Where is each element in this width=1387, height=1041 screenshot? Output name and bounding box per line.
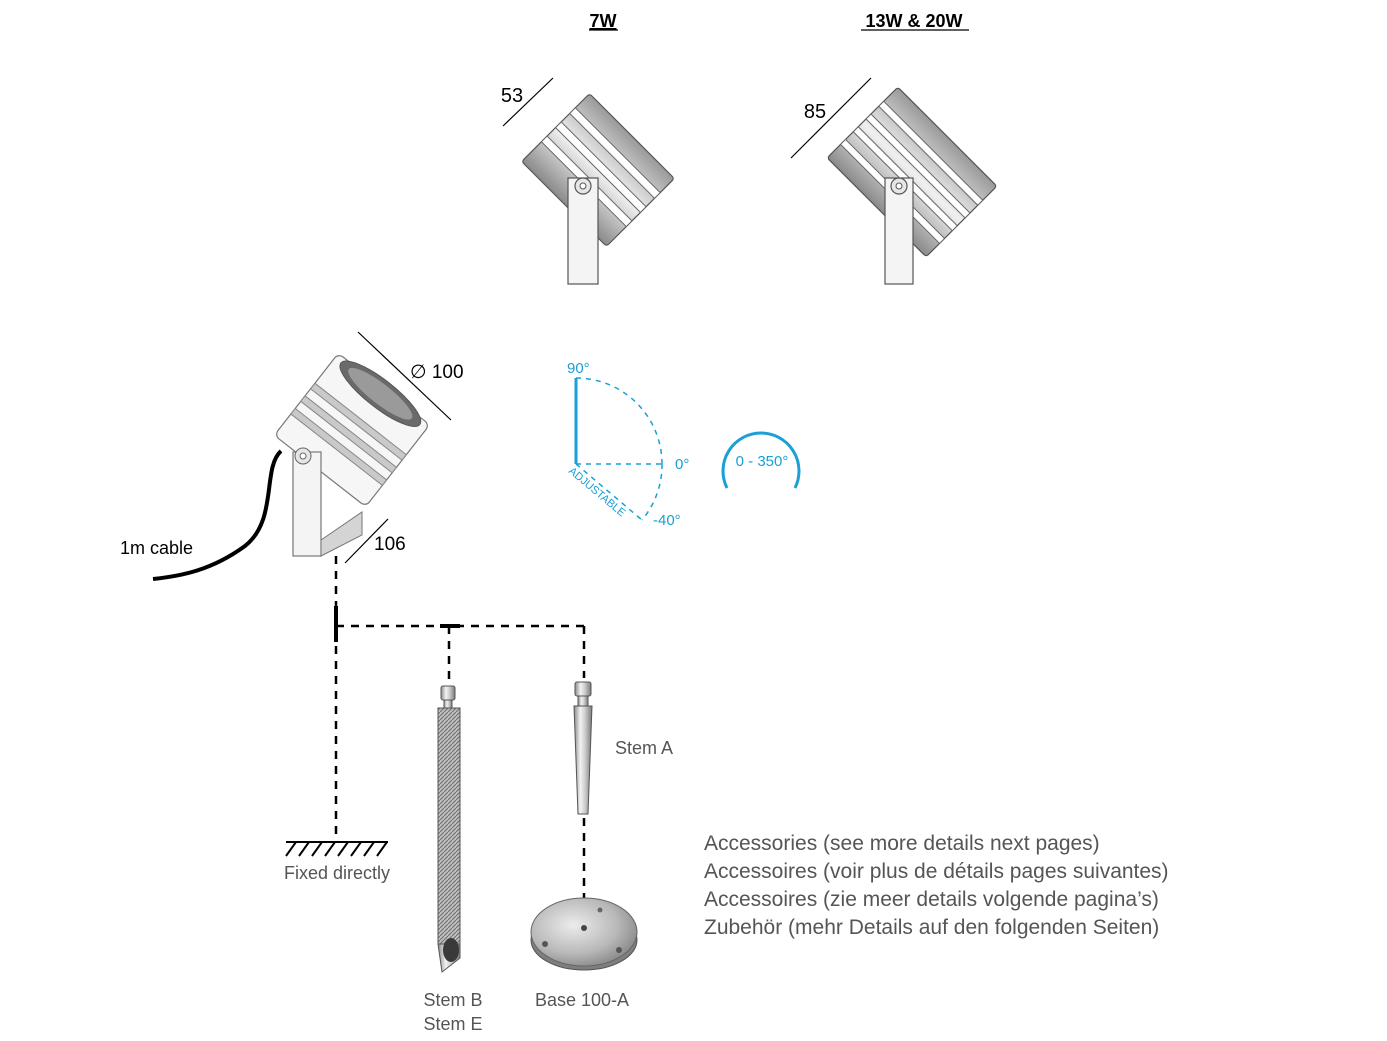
accessories-line-fr: Accessoires (voir plus de détails pages … — [704, 860, 1169, 883]
fixture-7w-icon — [522, 94, 674, 285]
stem-b-e-icon — [437, 685, 461, 973]
stem-a-icon — [573, 681, 593, 815]
stem-e-label: Stem E — [423, 1014, 482, 1034]
dimension-line — [790, 77, 872, 159]
tilt-angle-minus-40: -40° — [653, 512, 681, 529]
adjustable-label: ADJUSTABLE — [566, 465, 627, 519]
stem-b-label: Stem B — [423, 990, 482, 1010]
cable-line — [152, 449, 283, 581]
height-label: 106 — [374, 534, 406, 555]
stem-a-label: Stem A — [615, 738, 673, 758]
dimension-85: 85 — [804, 101, 826, 123]
rotation-arc-icon — [721, 431, 801, 489]
base-disc-icon — [530, 897, 638, 971]
variant-13w-20w-title: 13W & 20W — [865, 11, 962, 31]
accessories-note: Accessories (see more details next pages… — [704, 830, 1169, 942]
rotation-label: 0 - 350° — [736, 453, 789, 470]
accessories-line-nl: Accessoires (zie meer details volgende p… — [704, 888, 1159, 911]
connection-lines — [334, 556, 586, 904]
tilt-angle-90: 90° — [567, 360, 590, 377]
cable-label: 1m cable — [120, 538, 193, 558]
variant-7w-title: 7W — [590, 11, 617, 31]
base-100-a-label: Base 100-A — [535, 990, 629, 1010]
main-fixture-icon — [276, 355, 428, 557]
tilt-diagram — [574, 377, 664, 521]
diameter-label: ∅ 100 — [410, 362, 464, 383]
accessories-line-en: Accessories (see more details next pages… — [704, 832, 1100, 855]
accessories-line-de: Zubehör (mehr Details auf den folgenden … — [704, 916, 1160, 939]
dimension-line — [344, 518, 389, 564]
fixed-directly-label: Fixed directly — [284, 863, 390, 883]
fixture-13w-20w-icon — [827, 87, 997, 285]
dimension-line — [357, 331, 452, 421]
ground-symbol-icon — [285, 841, 388, 857]
dimension-53: 53 — [501, 85, 523, 107]
dimension-line — [502, 77, 554, 127]
tilt-angle-0: 0° — [675, 456, 689, 473]
